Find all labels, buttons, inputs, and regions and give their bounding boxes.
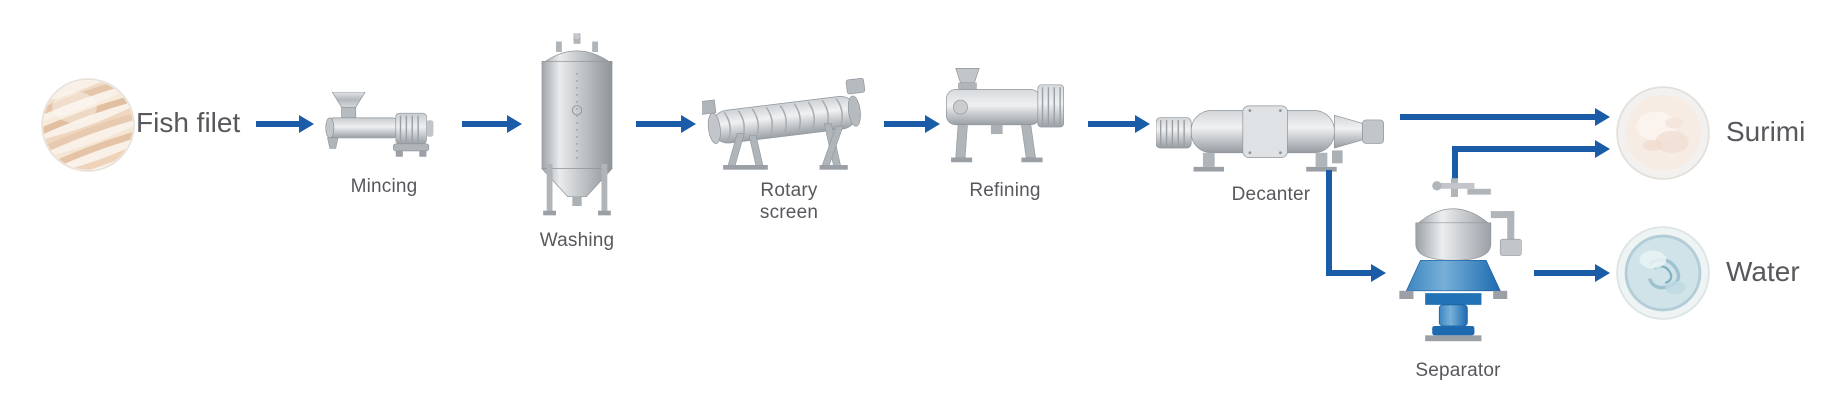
- arrow-fish-to-mincing: [256, 115, 314, 133]
- water-image: [1616, 226, 1710, 320]
- arrow-separator-to-surimi-vertical: [1452, 146, 1458, 184]
- mincing-node: [325, 92, 443, 165]
- rotary-screen-icon: [702, 77, 866, 170]
- fish-filet-node: [41, 78, 135, 172]
- arrow-decanter-to-surimi: [1400, 108, 1610, 126]
- washing-label: Washing: [539, 230, 615, 251]
- refining-label: Refining: [969, 180, 1041, 201]
- arrow-mincing-to-washing: [462, 115, 522, 133]
- water-node: [1616, 226, 1710, 320]
- washing-tank-icon: [540, 33, 614, 216]
- decanter-node: [1156, 94, 1386, 174]
- decanter-icon: [1156, 105, 1385, 172]
- refining-node: [944, 66, 1066, 167]
- mincing-label: Mincing: [350, 176, 418, 197]
- separator-node: [1390, 178, 1526, 352]
- surimi-label: Surimi: [1726, 116, 1806, 147]
- arrow-decanter-to-separator-vertical: [1326, 170, 1332, 276]
- surimi-node: [1616, 86, 1710, 180]
- fish-filet-image: [41, 78, 135, 172]
- water-label: Water: [1726, 256, 1800, 287]
- arrow-refining-to-decanter: [1088, 115, 1150, 133]
- separator-icon: [1399, 178, 1522, 342]
- arrow-decanter-to-separator: [1326, 264, 1386, 282]
- rotary-screen-node: [702, 72, 876, 171]
- separator-label: Separator: [1415, 360, 1501, 381]
- surimi-image: [1616, 86, 1710, 180]
- fish-filet-label: Fish filet: [136, 107, 241, 138]
- decanter-label: Decanter: [1231, 184, 1311, 205]
- arrow-separator-to-water: [1534, 264, 1610, 282]
- washing-node: [528, 33, 626, 218]
- refining-machine-icon: [945, 68, 1065, 163]
- rotary-screen-label: Rotary screen: [759, 180, 819, 223]
- arrow-washing-to-rotary-screen: [636, 115, 696, 133]
- arrow-rotary-screen-to-refining: [884, 115, 940, 133]
- arrow-separator-to-surimi: [1452, 140, 1610, 158]
- mincing-machine-icon: [325, 92, 434, 157]
